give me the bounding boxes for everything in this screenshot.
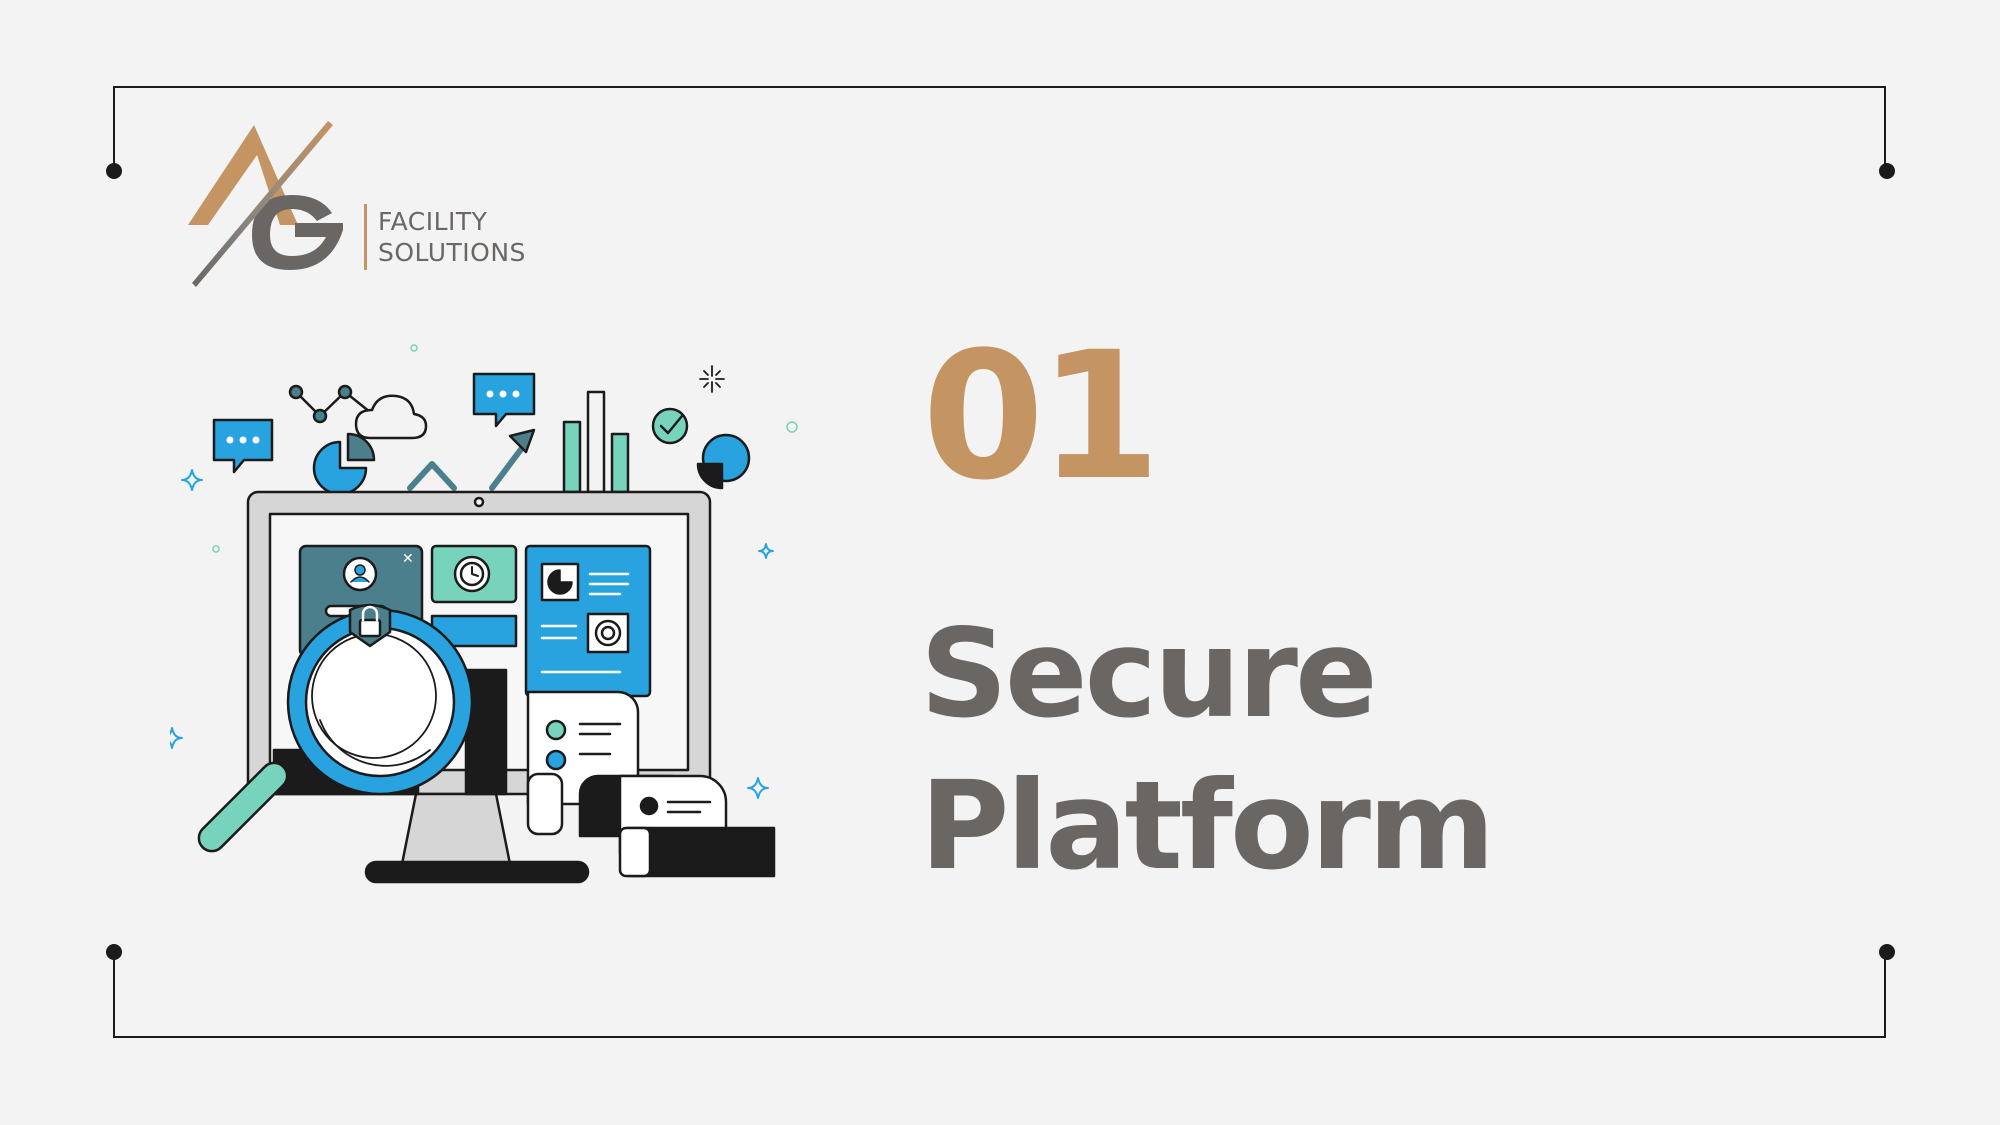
frame-dot-top-left — [106, 163, 122, 179]
logo-line-facility: FACILITY — [378, 207, 488, 236]
chat-bubble-icon — [212, 418, 274, 474]
frame-bottom-bracket — [113, 952, 1886, 1038]
security-illustration: ✕ — [170, 344, 798, 884]
sparkle-icon — [758, 543, 774, 559]
chat-bubble-icon — [472, 372, 536, 428]
arrow-up-icon — [489, 428, 536, 491]
logo-divider — [364, 204, 367, 270]
pie-chart-icon — [312, 432, 376, 496]
frame-top-bracket — [113, 86, 1886, 172]
pie-chart-icon — [547, 569, 573, 595]
clock-panel — [430, 544, 518, 648]
padlock-icon — [348, 603, 392, 648]
user-icon — [354, 564, 366, 576]
pie-chart-icon — [696, 433, 751, 490]
target-icon — [594, 619, 622, 647]
magnifier-icon — [197, 608, 474, 853]
ag-logo-icon — [188, 121, 343, 287]
note-card — [578, 774, 776, 878]
logo-line-solutions: SOLUTIONS — [378, 238, 526, 267]
cloud-icon — [354, 394, 428, 440]
close-icon: ✕ — [402, 551, 414, 567]
sparkle-icon — [181, 469, 203, 491]
section-title-line1: Secure — [920, 603, 1378, 745]
frame-dot-bottom-left — [106, 944, 122, 960]
frame-dot-bottom-right — [1879, 944, 1895, 960]
section-title-line2: Platform — [920, 755, 1495, 897]
sparkle-icon — [170, 727, 183, 749]
bar-chart-icon — [562, 390, 630, 494]
check-icon — [651, 407, 689, 445]
network-nodes-icon — [288, 384, 372, 424]
sparkle-icon — [699, 365, 725, 393]
stats-panel — [524, 544, 652, 698]
logo-wordmark: FACILITY SOLUTIONS — [378, 206, 526, 268]
trend-line-icon — [407, 461, 457, 491]
clock-icon — [459, 561, 485, 587]
section-number: 01 — [922, 314, 1161, 519]
frame-dot-top-right — [1879, 163, 1895, 179]
section-title: Secure Platform — [920, 598, 1495, 902]
sparkle-icon — [747, 777, 769, 799]
